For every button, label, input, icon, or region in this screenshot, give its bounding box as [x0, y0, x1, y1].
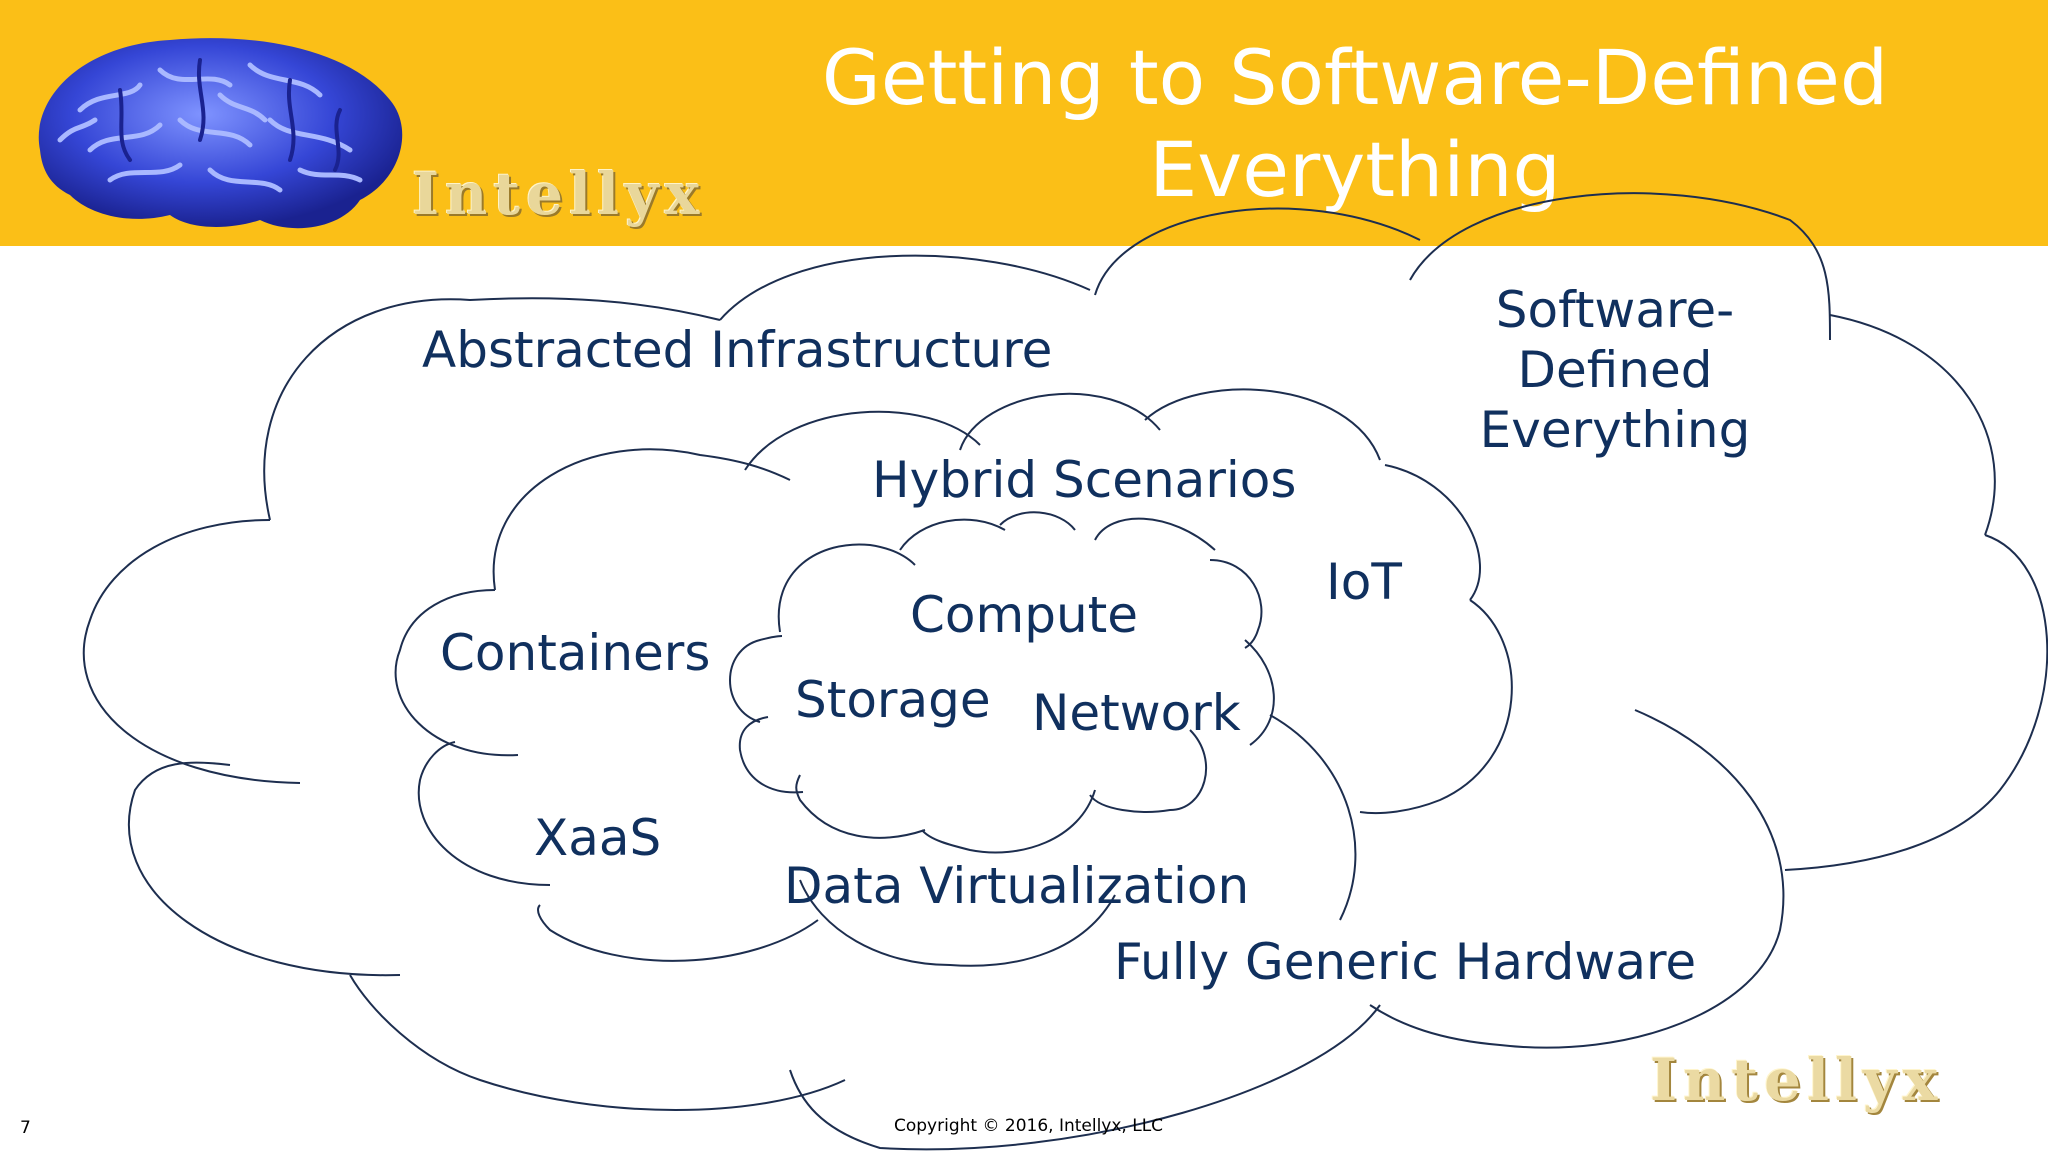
label-hybrid-scenarios: Hybrid Scenarios: [872, 451, 1297, 509]
outer-cloud-shape: [82, 192, 2048, 1151]
label-storage: Storage: [795, 671, 991, 729]
slide-title: Getting to Software-Defined Everything: [821, 33, 1889, 214]
label-fully-generic-hardware: Fully Generic Hardware: [1114, 933, 1697, 991]
label-xaas: XaaS: [534, 809, 662, 867]
label-network: Network: [1032, 684, 1241, 742]
intellyx-wordmark-bottom: Intellyx: [1650, 1046, 1944, 1114]
inner-cloud-shape: [729, 511, 1275, 854]
intellyx-wordmark-top: Intellyx: [412, 160, 706, 228]
sde-line-1: Software-: [1495, 281, 1735, 339]
sde-line-3: Everything: [1479, 401, 1751, 459]
label-iot: IoT: [1326, 553, 1402, 611]
label-abstracted-infrastructure: Abstracted Infrastructure: [422, 321, 1053, 379]
middle-cloud-shape: [394, 388, 1513, 967]
brain-logo-icon: [38, 38, 403, 229]
copyright-notice: Copyright © 2016, Intellyx, LLC: [894, 1116, 1164, 1136]
page-number: 7: [20, 1118, 31, 1138]
label-data-virtualization: Data Virtualization: [784, 857, 1250, 915]
label-software-defined-everything: Software- Defined Everything: [1420, 280, 1810, 460]
label-containers: Containers: [440, 624, 711, 682]
label-compute: Compute: [910, 586, 1139, 644]
sde-line-2: Defined: [1517, 341, 1713, 399]
